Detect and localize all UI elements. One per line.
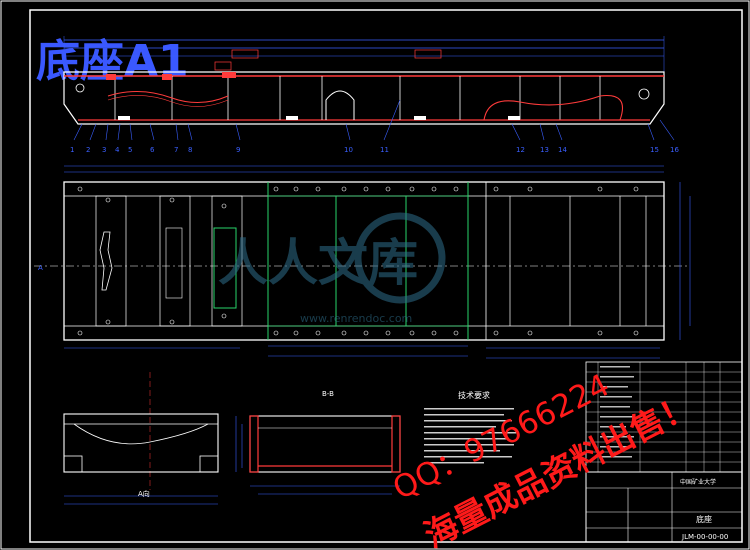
technical-requirements: 技术要求: [424, 390, 516, 464]
watermark-url: www.renrendoc.com: [300, 312, 412, 325]
inner-frame: [29, 9, 743, 543]
a-view: A向: [63, 372, 219, 505]
svg-text:5: 5: [128, 146, 132, 154]
svg-text:14: 14: [558, 146, 567, 154]
view-a-caption: A向: [138, 489, 150, 498]
svg-text:16: 16: [670, 146, 679, 154]
title-block: 中国矿业大学 底座 JLM-00-00-00: [585, 471, 743, 543]
renrendoc-watermark: 人人文库 www.renrendoc.com: [218, 212, 446, 325]
svg-text:12: 12: [516, 146, 525, 154]
drawing-number: JLM-00-00-00: [681, 533, 728, 541]
svg-text:9: 9: [236, 146, 240, 154]
school-name: 中国矿业大学: [680, 478, 716, 486]
svg-text:15: 15: [650, 146, 659, 154]
svg-text:3: 3: [102, 146, 106, 154]
svg-text:11: 11: [380, 146, 389, 154]
section-b-view: B-B: [235, 390, 401, 495]
svg-text:6: 6: [150, 146, 155, 154]
svg-text:13: 13: [540, 146, 549, 154]
svg-text:10: 10: [344, 146, 353, 154]
plan-view: A: [34, 165, 691, 359]
svg-text:8: 8: [188, 146, 192, 154]
svg-text:1: 1: [70, 146, 74, 154]
tech-req-title: 技术要求: [458, 390, 490, 400]
svg-text:2: 2: [86, 146, 90, 154]
svg-text:4: 4: [115, 146, 120, 154]
section-caption: B-B: [322, 390, 334, 398]
part-name: 底座: [696, 514, 712, 524]
svg-text:7: 7: [174, 146, 178, 154]
section-arrow-label: A: [38, 264, 43, 272]
parts-list: [585, 361, 743, 473]
qq-watermark: QQ：97666224 海量成品资料出售！: [387, 367, 700, 550]
watermark-site-name: 人人文库: [218, 234, 418, 292]
